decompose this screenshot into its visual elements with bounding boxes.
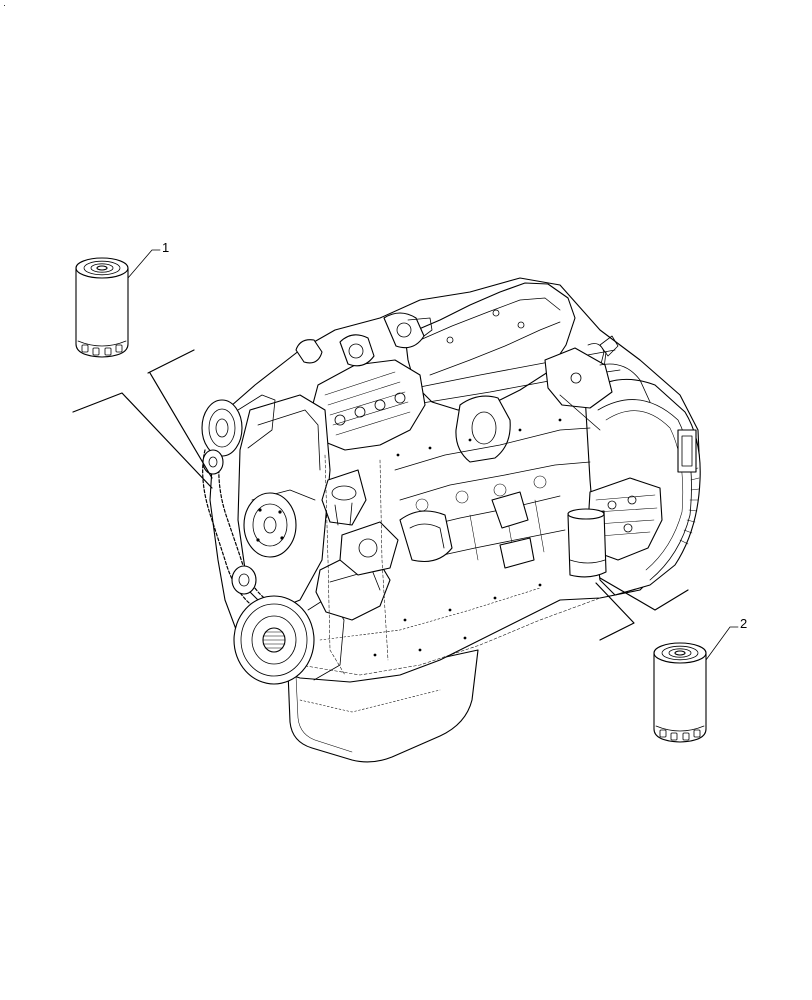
fuel-filter-cartridge-icon [653, 642, 707, 743]
corner-mark: · [3, 0, 6, 10]
oil-filter-cartridge-icon [75, 257, 129, 358]
callout-leader-1 [127, 249, 161, 279]
location-indicator-part-1 [72, 349, 213, 489]
engine-assembly-icon [201, 277, 701, 763]
filter-cartridge-part-1: 1 [75, 240, 169, 358]
callout-label-1: 1 [162, 240, 169, 255]
location-indicator-part-2 [595, 577, 689, 641]
callout-label-2: 2 [740, 616, 747, 631]
filter-cartridge-part-2: 2 [653, 616, 747, 743]
callout-leader-2 [705, 626, 739, 661]
